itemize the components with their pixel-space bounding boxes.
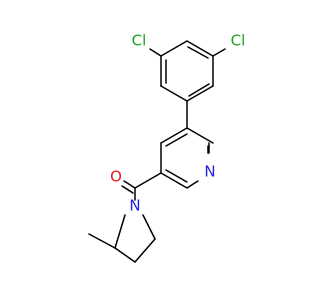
bond [142, 214, 156, 240]
bond [134, 238, 156, 263]
bond [149, 48, 162, 57]
dichlorophenyl-ring [149, 40, 226, 102]
bond [114, 247, 136, 263]
pyrrolidine-nitrogen-label: N [129, 197, 140, 215]
bond [188, 83, 210, 97]
bond [121, 185, 134, 194]
bond [165, 133, 188, 147]
chlorine-atom-label: Cl [231, 32, 246, 50]
methylpyrrolidine-ring [88, 214, 156, 263]
bond [123, 180, 136, 189]
bond [187, 46, 209, 59]
bond [212, 48, 226, 57]
bond [165, 169, 188, 183]
pyridine-nitrogen-label: N [204, 163, 215, 181]
bond [114, 214, 126, 249]
carbonyl-group [121, 172, 162, 201]
bond [134, 172, 162, 189]
bond [186, 127, 214, 144]
bond [160, 172, 188, 189]
oxygen-atom-label: O [110, 168, 122, 186]
chlorine-atom-label: Cl [132, 32, 147, 50]
bond [186, 85, 214, 102]
pyridine-ring [160, 127, 214, 189]
bond [160, 127, 188, 144]
bond [160, 85, 188, 102]
bond [160, 40, 188, 57]
bond [88, 233, 116, 249]
molecule-structure-diagram: Cl Cl N O N [88, 32, 246, 263]
bond [186, 40, 214, 57]
bond [186, 180, 199, 189]
